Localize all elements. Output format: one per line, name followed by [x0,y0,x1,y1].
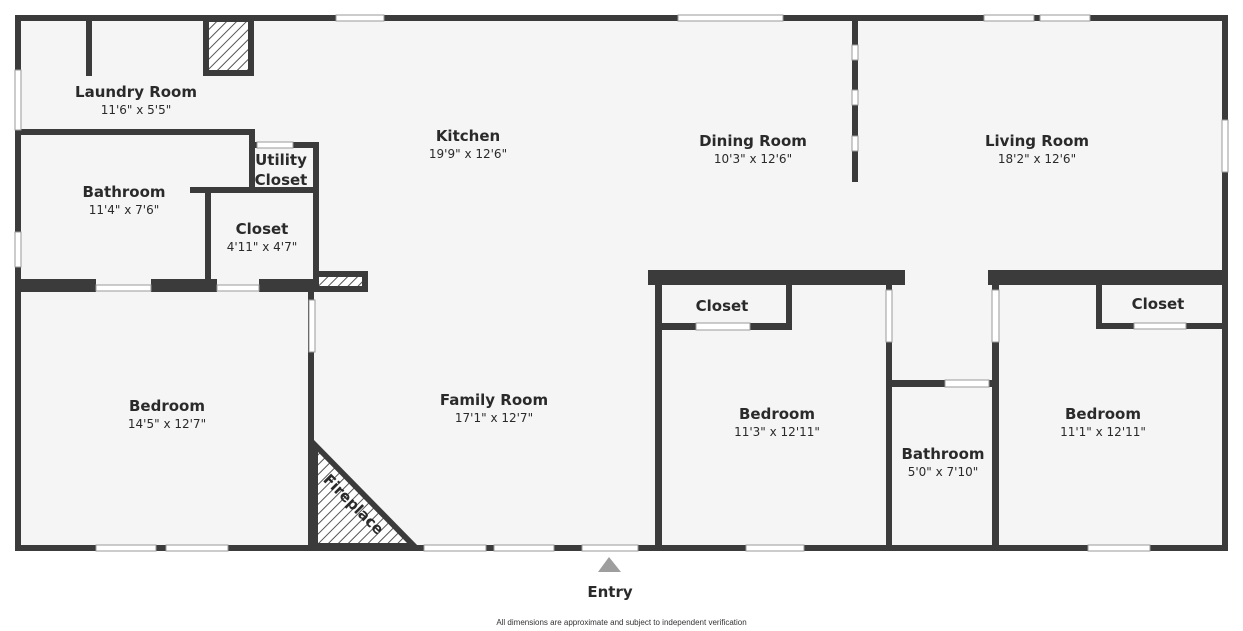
living-room-name: Living Room [985,132,1089,150]
bathroom1-name: Bathroom [82,183,165,201]
windows [14,14,1229,552]
utility-closet-line1: Utility [255,151,307,169]
laundry-room-dims: 11'6" x 5'5" [101,103,172,117]
disclaimer-text: All dimensions are approximate and subje… [496,618,747,627]
bedroom3-name: Bedroom [1065,405,1141,423]
closet2-name: Closet [696,297,749,315]
bathroom1-dims: 11'4" x 7'6" [89,203,160,217]
entry-arrow-icon [598,557,621,572]
dining-room-name: Dining Room [699,132,807,150]
utility-closet-line2: Closet [255,171,308,189]
closet1-name: Closet [236,220,289,238]
living-room-dims: 18'2" x 12'6" [998,152,1076,166]
bedroom2-name: Bedroom [739,405,815,423]
laundry-room-name: Laundry Room [75,83,197,101]
bedroom1-dims: 14'5" x 12'7" [128,417,206,431]
bedroom3-dims: 11'1" x 12'11" [1060,425,1146,439]
kitchen-name: Kitchen [436,127,500,145]
entry-label: Entry [587,583,632,601]
bathroom2-name: Bathroom [901,445,984,463]
dining-room-dims: 10'3" x 12'6" [714,152,792,166]
kitchen-dims: 19'9" x 12'6" [429,147,507,161]
bedroom2-dims: 11'3" x 12'11" [734,425,820,439]
closet1-dims: 4'11" x 4'7" [227,240,298,254]
bedroom1-name: Bedroom [129,397,205,415]
closet3-name: Closet [1132,295,1185,313]
family-room-name: Family Room [440,391,548,409]
bathroom2-dims: 5'0" x 7'10" [908,465,979,479]
family-room-dims: 17'1" x 12'7" [455,411,533,425]
